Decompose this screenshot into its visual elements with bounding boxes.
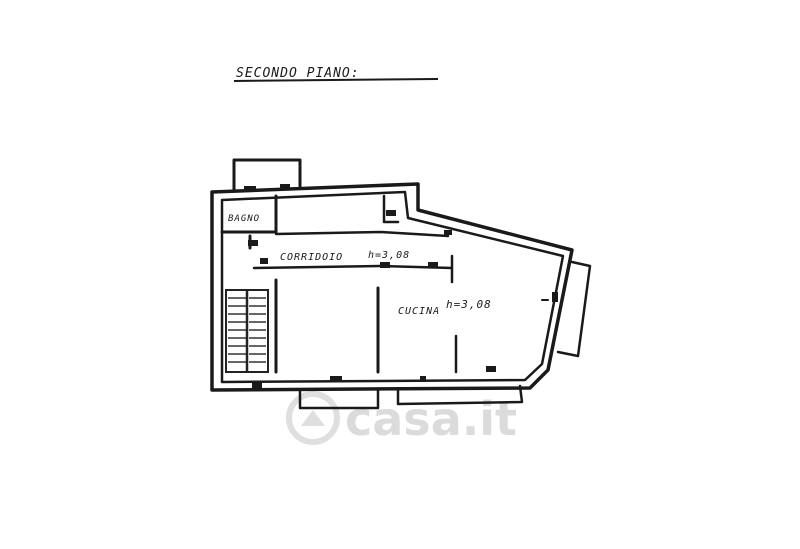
door-mark	[260, 258, 268, 264]
window-mark	[330, 376, 342, 382]
door-mark	[380, 262, 390, 268]
door-mark	[386, 210, 396, 216]
outer-walls	[210, 158, 592, 410]
outer-wall-line	[210, 182, 574, 392]
door-mark	[248, 240, 258, 246]
door-mark	[444, 230, 452, 235]
plan-title-text: SECONDO PIANO:	[236, 66, 360, 81]
room-label-bagno: BAGNO	[228, 214, 260, 224]
corridor-top-wall	[274, 230, 450, 238]
interior-walls	[220, 194, 549, 374]
room-label-cucina: CUCINA	[398, 306, 440, 317]
bottom-balcony-left	[298, 388, 380, 410]
title-underline	[233, 78, 439, 82]
bottom-balcony-right	[396, 384, 524, 406]
watermark-ring-icon	[286, 391, 340, 445]
watermark-text: casa.it	[345, 392, 517, 446]
watermark-logo: casa.it	[286, 391, 517, 446]
right-balcony	[556, 260, 592, 358]
openings	[244, 184, 558, 388]
inner-wall-line	[220, 190, 565, 384]
corridoio-height: h=3,08	[368, 250, 410, 261]
corridor-bottom-wall	[252, 264, 454, 270]
stair-treads	[228, 297, 266, 363]
door-mark	[428, 262, 438, 268]
window-mark	[420, 376, 426, 382]
window-mark	[244, 186, 256, 191]
closet-wall	[382, 194, 400, 224]
staircase	[225, 289, 269, 373]
plan-title: SECONDO PIANO:	[233, 66, 439, 82]
cucina-height: h=3,08	[446, 298, 492, 311]
watermark-house-icon	[301, 410, 325, 426]
window-mark	[486, 366, 496, 372]
room-label-corridoio: CORRIDOIO	[280, 252, 343, 263]
window-mark	[280, 184, 290, 189]
top-balcony	[232, 158, 302, 192]
window-mark	[252, 382, 262, 388]
window-mark	[552, 292, 558, 302]
